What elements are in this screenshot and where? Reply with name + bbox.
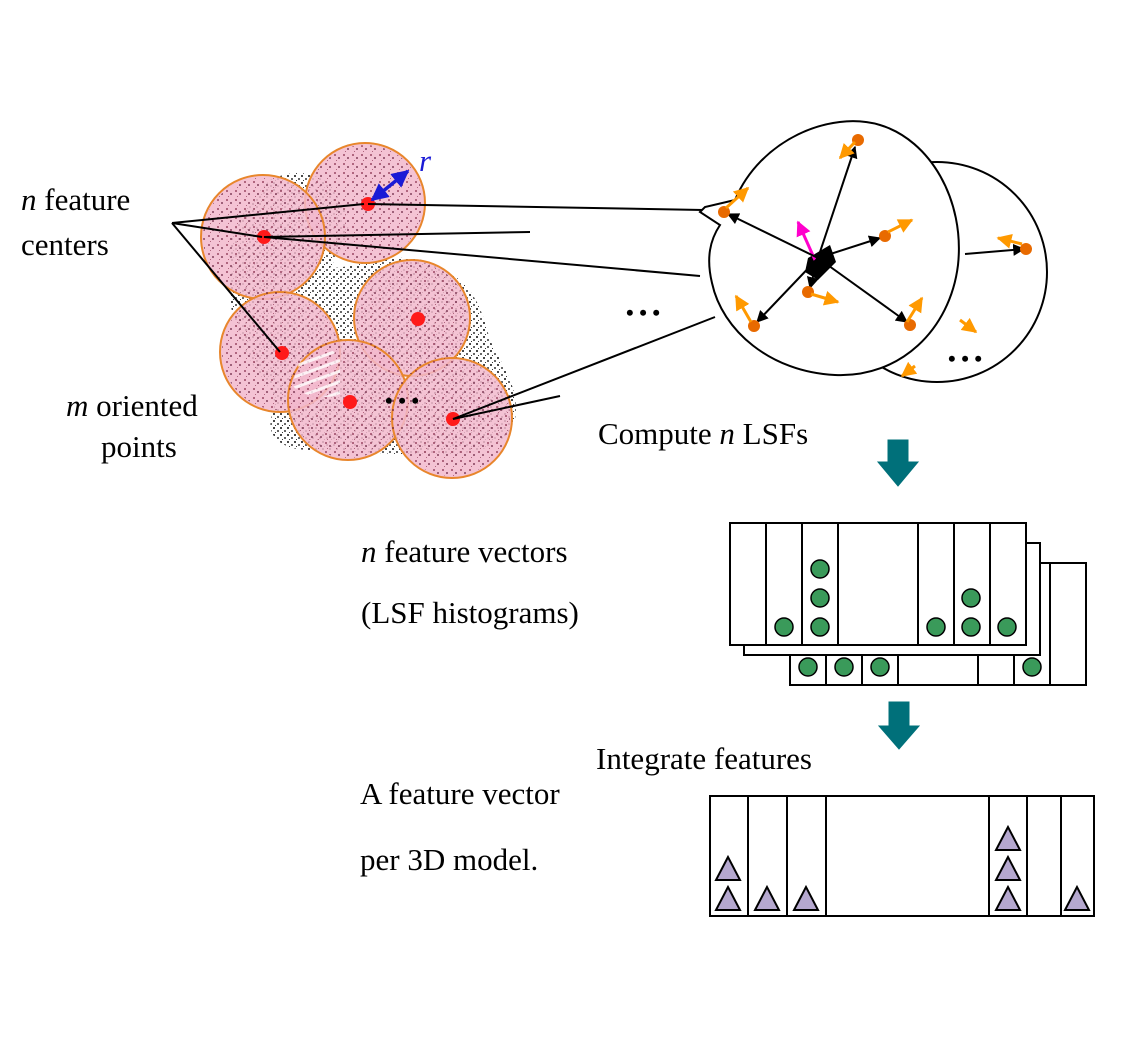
- ellipsis-cluster: • • •: [385, 388, 420, 413]
- ellipsis-circle: • • •: [948, 346, 983, 371]
- projection-lines: [263, 203, 716, 420]
- label-feature-vectors-line2: (LSF histograms): [361, 595, 579, 630]
- label-final-vector: A feature vector: [360, 776, 560, 811]
- label-feature-centers: n feature: [21, 182, 131, 217]
- label-feature-vectors: n feature vectors: [361, 534, 568, 569]
- radius-arrow: [370, 169, 410, 202]
- label-radius: r: [419, 143, 432, 178]
- label-feature-centers-line2: centers: [21, 227, 109, 262]
- lsf-histogram-stack: [729, 522, 1087, 686]
- label-oriented-points: m oriented: [66, 388, 198, 423]
- label-final-vector-line2: per 3D model.: [360, 842, 539, 877]
- lsf-circle-front: [698, 120, 960, 377]
- label-compute-lsfs: Compute n LSFs: [598, 416, 809, 451]
- label-oriented-points-line2: points: [101, 429, 177, 464]
- feature-center-dot: [411, 312, 425, 326]
- histogram-counts: [774, 559, 1042, 677]
- process-arrow-compute: [876, 439, 920, 487]
- process-arrow-integrate: [877, 701, 921, 750]
- lsf-normal-arrows: [724, 140, 924, 323]
- label-leader-lines: [171, 203, 365, 353]
- lsf-neighbor-points: [718, 134, 916, 332]
- feature-center-dot: [343, 395, 357, 409]
- label-integrate-features: Integrate features: [596, 741, 813, 776]
- ellipsis-middle: • • •: [626, 300, 661, 325]
- integrated-histogram: [709, 795, 1095, 917]
- patch-overlap-hatch: [292, 348, 340, 397]
- integrated-counts: [714, 824, 1091, 911]
- lsf-neighbor-arrows: [726, 145, 908, 323]
